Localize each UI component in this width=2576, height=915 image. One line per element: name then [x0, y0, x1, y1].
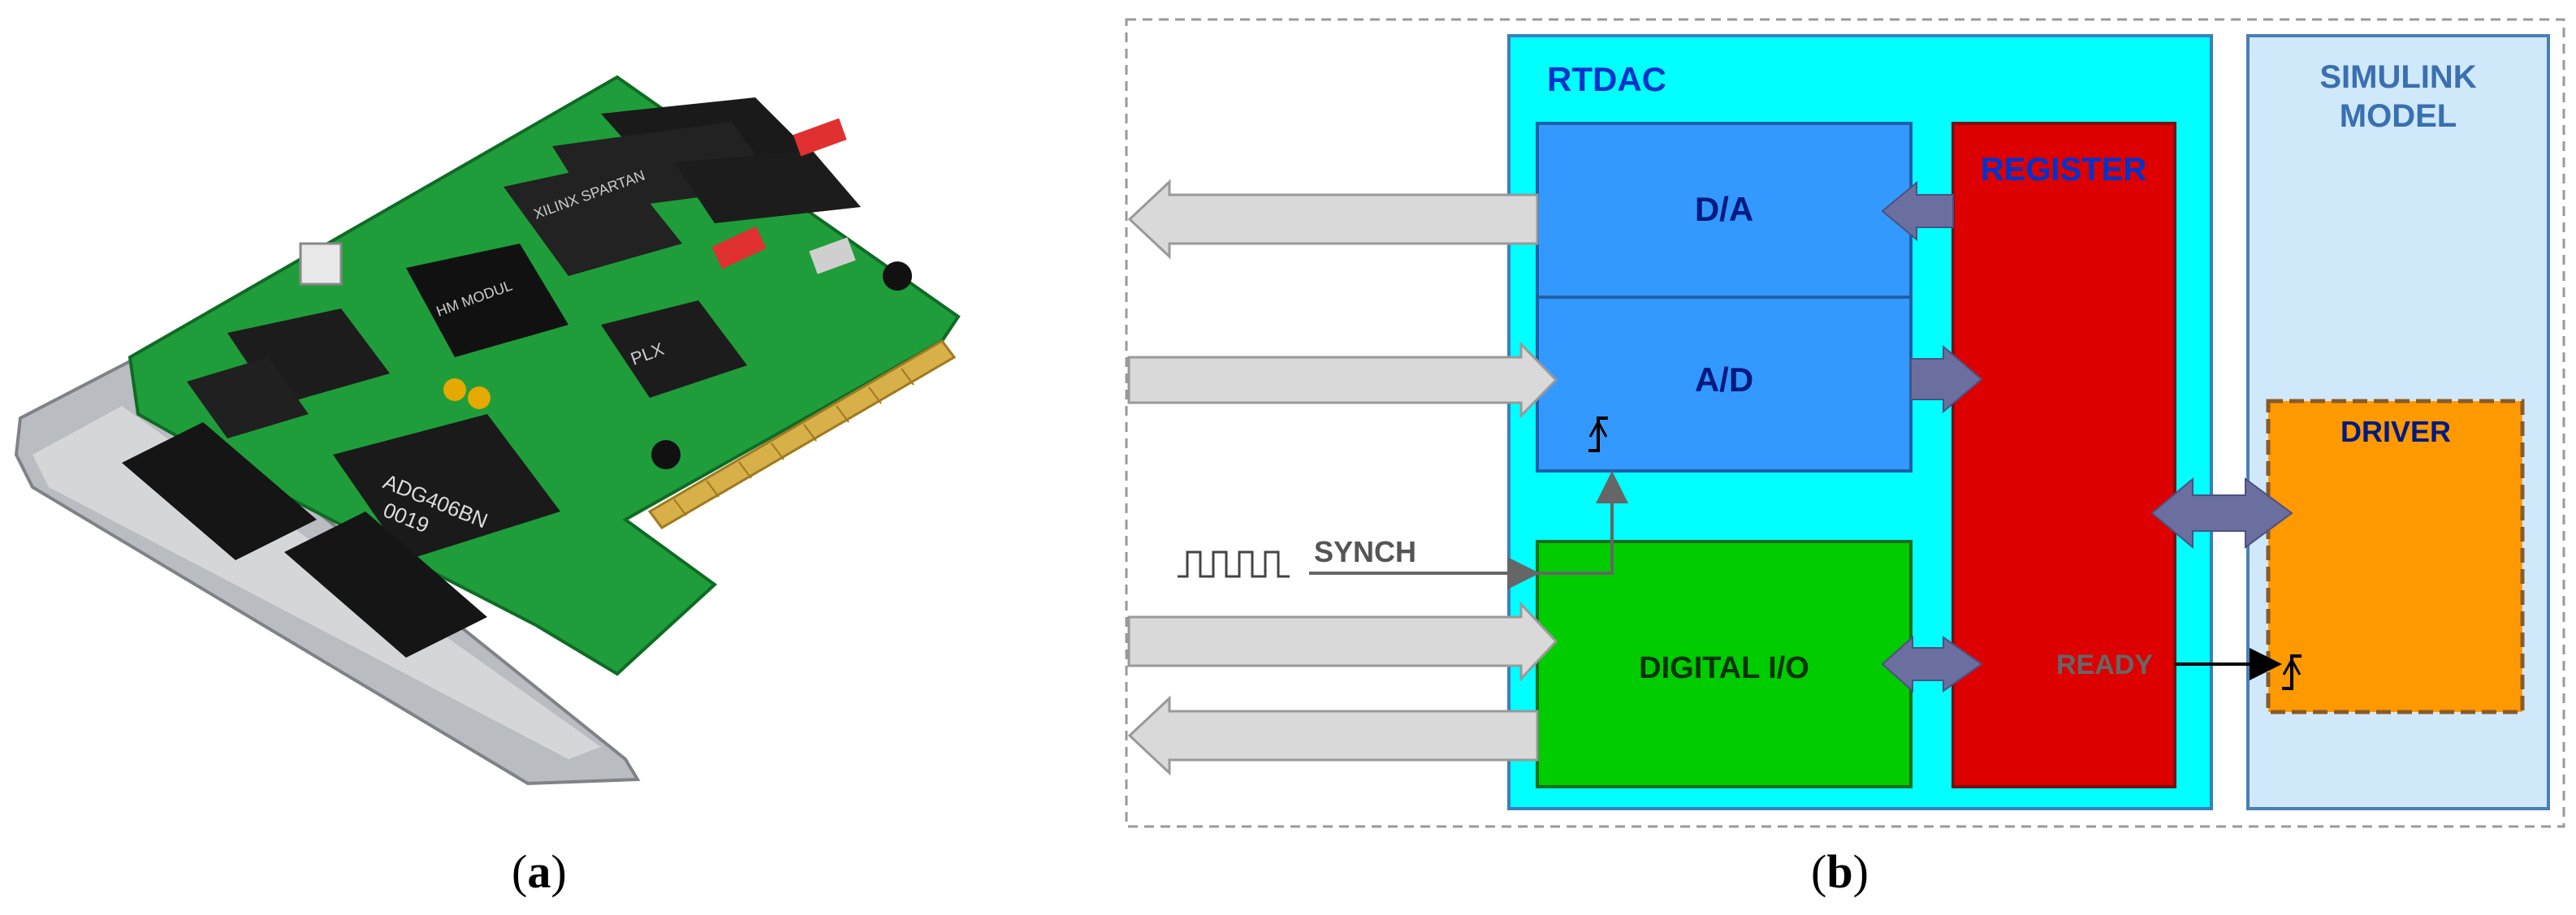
pulse-train-icon: [1178, 550, 1290, 578]
capacitor: [651, 440, 681, 469]
ready-label: READY: [2056, 650, 2153, 680]
trigger-edge-icon: [2282, 654, 2302, 690]
trigger-edge-icon: [1588, 416, 1608, 452]
d-connector: [284, 511, 487, 658]
digital-input-arrow: [1127, 601, 1558, 682]
da-label: D/A: [1695, 190, 1753, 228]
capacitor: [468, 386, 491, 409]
digital-io-label: DIGITAL I/O: [1639, 651, 1809, 685]
crystal-oscillator: [809, 237, 856, 274]
ad-to-register-arrow: [1910, 344, 1983, 414]
synch-to-ad-line: [1533, 471, 1628, 575]
driver-block: [2266, 399, 2525, 714]
analog-input-arrow: [1127, 341, 1558, 419]
pci-card-photo: XILINX SPARTAN HM MODUL PLX ADG406BN 001…: [14, 75, 961, 786]
register-driver-bidirectional-arrow: [2150, 477, 2293, 550]
analog-output-arrow: [1127, 179, 1539, 260]
fpga-chip: [504, 162, 682, 276]
caption-b: (b): [1811, 845, 1869, 898]
synch-label: SYNCH: [1314, 535, 1416, 568]
dip-switch: [711, 226, 767, 270]
mux-chip: [333, 414, 560, 560]
da-block: [1536, 122, 1913, 299]
ribbon-connector: [674, 150, 861, 223]
trimmer-potentiometer: [299, 242, 343, 286]
register-to-da-arrow: [1881, 180, 1954, 242]
register-label: REGISTER: [1981, 152, 2147, 188]
simulink-title: MODEL: [2340, 98, 2457, 134]
pci-edge-connector: [647, 339, 957, 529]
digital-io-block: [1536, 540, 1913, 788]
digital-output-arrow: [1127, 695, 1539, 776]
dip-switch: [793, 118, 847, 157]
diagram-frame: [1125, 18, 2565, 828]
register-block: [1951, 122, 2176, 788]
capacitor: [443, 378, 466, 401]
d-connector: [122, 422, 317, 560]
ad-label: A/D: [1695, 360, 1753, 399]
caption-a: (a): [512, 845, 567, 898]
digital-register-bidirectional-arrow: [1881, 635, 1983, 693]
driver-label: DRIVER: [2340, 415, 2451, 448]
rtdac-title: RTDAC: [1547, 60, 1666, 98]
dc-dc-module: [406, 244, 568, 357]
ic-chip: [187, 357, 309, 438]
capacitor: [883, 261, 912, 291]
pci-controller-chip: [601, 300, 747, 398]
simulink-title: SIMULINK: [2319, 59, 2476, 95]
